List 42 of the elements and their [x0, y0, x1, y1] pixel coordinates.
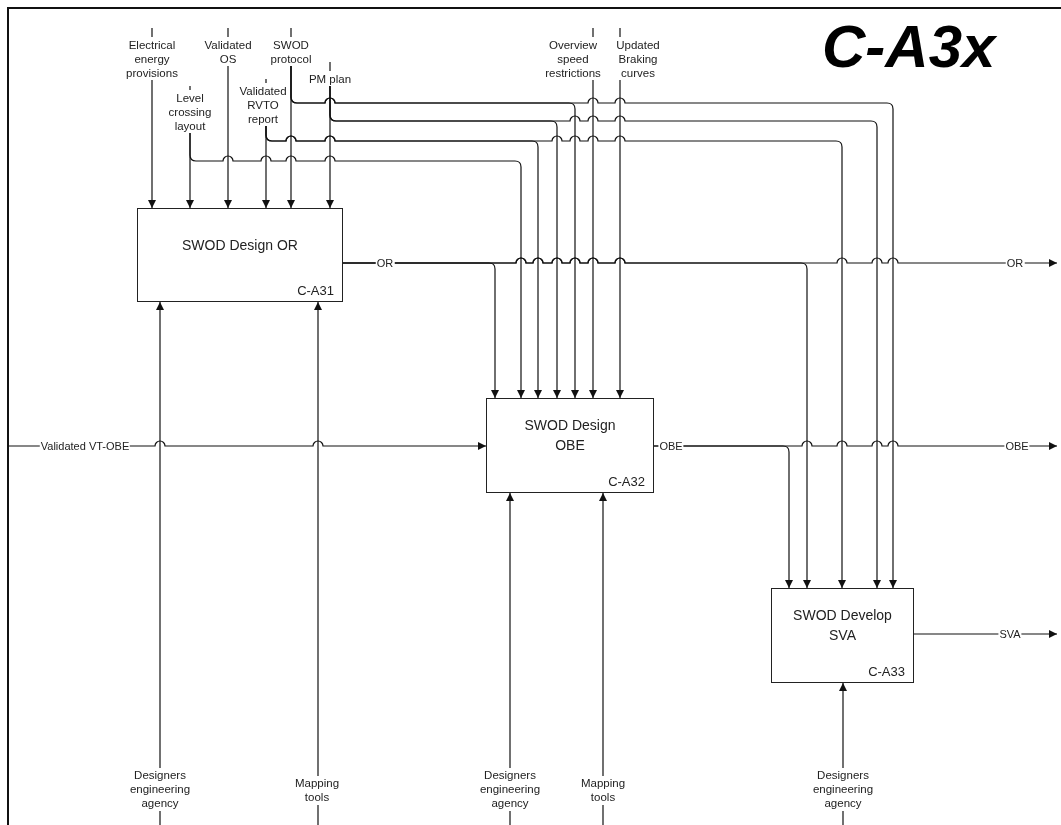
- process-name: SWOD Design OR: [181, 236, 299, 255]
- process-box: [486, 398, 654, 493]
- arrow: [148, 79, 156, 209]
- process-box: [771, 588, 914, 683]
- control-label: SWOD protocol: [267, 38, 315, 66]
- edge-label: Validated VT-OBE: [39, 440, 131, 452]
- control-label: Updated Braking curves: [610, 38, 666, 80]
- mechanism-label: Mapping tools: [574, 776, 632, 804]
- process-id: C-A32: [608, 474, 645, 489]
- process-id: C-A33: [868, 664, 905, 679]
- arrow: [616, 79, 624, 399]
- arrow: [599, 492, 607, 777]
- edge-label: OBE: [658, 440, 684, 452]
- diagram-title: C-A3x: [822, 14, 996, 80]
- control-label: PM plan: [304, 72, 356, 86]
- arrow: [189, 132, 525, 399]
- mechanism-label: Designers engineering agency: [801, 768, 885, 810]
- arrow: [839, 682, 847, 769]
- control-label: Validated RVTO report: [237, 84, 289, 126]
- arrow: [589, 79, 597, 399]
- mechanism-label: Mapping tools: [288, 776, 346, 804]
- process-id: C-A31: [297, 283, 334, 298]
- mechanism-label: Designers engineering agency: [118, 768, 202, 810]
- arrow: [653, 440, 1058, 450]
- edge-label: SVA: [998, 628, 1022, 640]
- arrow: [224, 65, 232, 209]
- edge-label: OBE: [1004, 440, 1030, 452]
- process-name: SWOD Design OBE: [523, 416, 617, 455]
- edge-label: OR: [1005, 257, 1025, 269]
- arrow: [156, 301, 164, 769]
- mechanism-label: Designers engineering agency: [468, 768, 552, 810]
- arrow: [265, 125, 846, 589]
- control-label: Electrical energy provisions: [120, 38, 184, 80]
- edge-label: OR: [375, 257, 395, 269]
- control-label: Level crossing layout: [162, 91, 218, 133]
- process-box: [137, 208, 343, 302]
- control-label: Validated OS: [201, 38, 255, 66]
- arrow: [342, 257, 1058, 267]
- arrow: [314, 301, 322, 777]
- arrow: [506, 492, 514, 769]
- control-label: Overview speed restrictions: [538, 38, 608, 80]
- process-name: SWOD Develop SVA: [792, 606, 893, 645]
